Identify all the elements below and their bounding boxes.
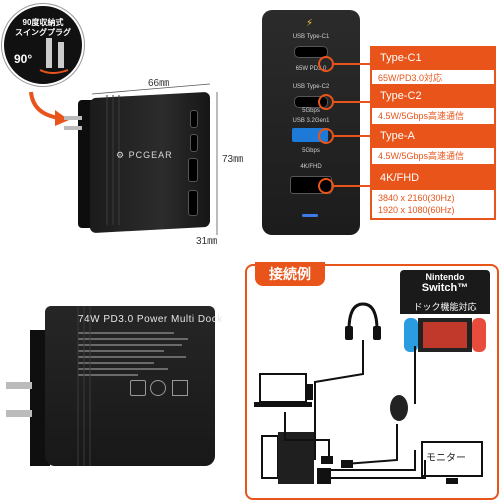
spec-lines: 3840 x 2160(30Hz) 1920 x 1080(60Hz)	[370, 190, 496, 220]
rotate-arrow-icon	[29, 91, 69, 126]
spec-box-a: Type-A 4.5W/5Gbps高速通信	[370, 124, 496, 166]
ohm-mark-icon	[150, 380, 166, 396]
callout-line-hdmi	[332, 185, 370, 187]
power-bolt-icon: ⚡	[306, 18, 314, 29]
unit-stripes	[77, 306, 91, 466]
headset-icon	[345, 302, 381, 340]
charger-stripes	[106, 95, 120, 225]
cert-mark-icon	[130, 380, 146, 396]
unit-spec-print	[78, 332, 188, 376]
port-c1-sub: 65W PD3.0	[295, 66, 327, 72]
spec-title: Type-C2	[370, 84, 496, 108]
plug-prong-bottom	[64, 126, 82, 130]
switch-note: ドック機能対応	[400, 300, 490, 314]
switch-console-icon	[404, 318, 486, 352]
monitor-icon	[421, 441, 483, 484]
spec-box-c2: Type-C2 4.5W/5Gbps高速通信	[370, 84, 496, 126]
spec-box-hdmi: 4K/FHD 3840 x 2160(30Hz) 1920 x 1080(60H…	[370, 166, 496, 220]
height-label: 73㎜	[222, 154, 244, 165]
spec-title: 4K/FHD	[370, 166, 496, 190]
brand-logo: ⚙ PCGEAR	[116, 150, 173, 160]
port-a-sub: 5Gbps	[302, 148, 320, 154]
swing-plug-caption: 90度収納式 スイングプラグ	[15, 18, 71, 37]
plug-prong-bottom	[6, 410, 32, 417]
side-port-c2	[190, 134, 198, 152]
height-dimension-line	[216, 92, 218, 235]
unit-model: 74W PD3.0 Power Multi Dock	[78, 314, 223, 325]
port-c1-label: USB Type-C1	[292, 34, 330, 40]
port-c2-sub: 5Gbps	[302, 108, 320, 114]
side-port-c1	[190, 110, 198, 128]
laptop-icon	[254, 373, 312, 407]
connection-cables	[284, 340, 426, 484]
monitor-label: モニター	[426, 453, 466, 464]
width-label: 66㎜	[148, 78, 170, 89]
switch-card: Nintendo Switch™ ドック機能対応	[400, 270, 490, 360]
port-c2-label: USB Type-C2	[292, 84, 330, 90]
spec-line: 3840 x 2160(30Hz)	[378, 193, 455, 203]
callout-line-c2	[332, 101, 370, 103]
spec-line: 1920 x 1080(60Hz)	[378, 205, 455, 215]
status-led	[302, 214, 318, 217]
side-port-hdmi	[188, 190, 198, 216]
mouse-icon	[390, 395, 408, 421]
side-port-a	[188, 158, 198, 182]
plug-prong-top	[6, 382, 32, 389]
width-dimension-line	[91, 83, 211, 95]
port-a-label: USB 3.2Gen1	[292, 118, 330, 124]
callout-line-a	[332, 135, 370, 137]
cert-mark-icon	[172, 380, 188, 396]
swing-plug-badge: 90度収納式 スイングプラグ 90°	[2, 4, 84, 86]
callout-line-c1	[332, 63, 370, 65]
gear-icon: ⚙	[116, 150, 126, 160]
spec-line: 4.5W/5Gbps高速通信	[370, 148, 496, 166]
port-hdmi-label: 4K/FHD	[300, 164, 322, 170]
depth-label: 31㎜	[196, 236, 218, 247]
spec-title: Type-C1	[370, 46, 496, 70]
switch-name: Switch™	[421, 282, 469, 294]
port-c1	[294, 46, 328, 58]
angle-label: 90°	[14, 52, 33, 66]
spec-title: Type-A	[370, 124, 496, 148]
connection-title: 接続例	[255, 262, 325, 286]
switch-brand: Nintendo	[425, 272, 465, 282]
swing-plug-icon	[39, 38, 69, 74]
plug-prong-top	[64, 116, 82, 120]
spec-box-c1: Type-C1 65W/PD3.0対応	[370, 46, 496, 88]
